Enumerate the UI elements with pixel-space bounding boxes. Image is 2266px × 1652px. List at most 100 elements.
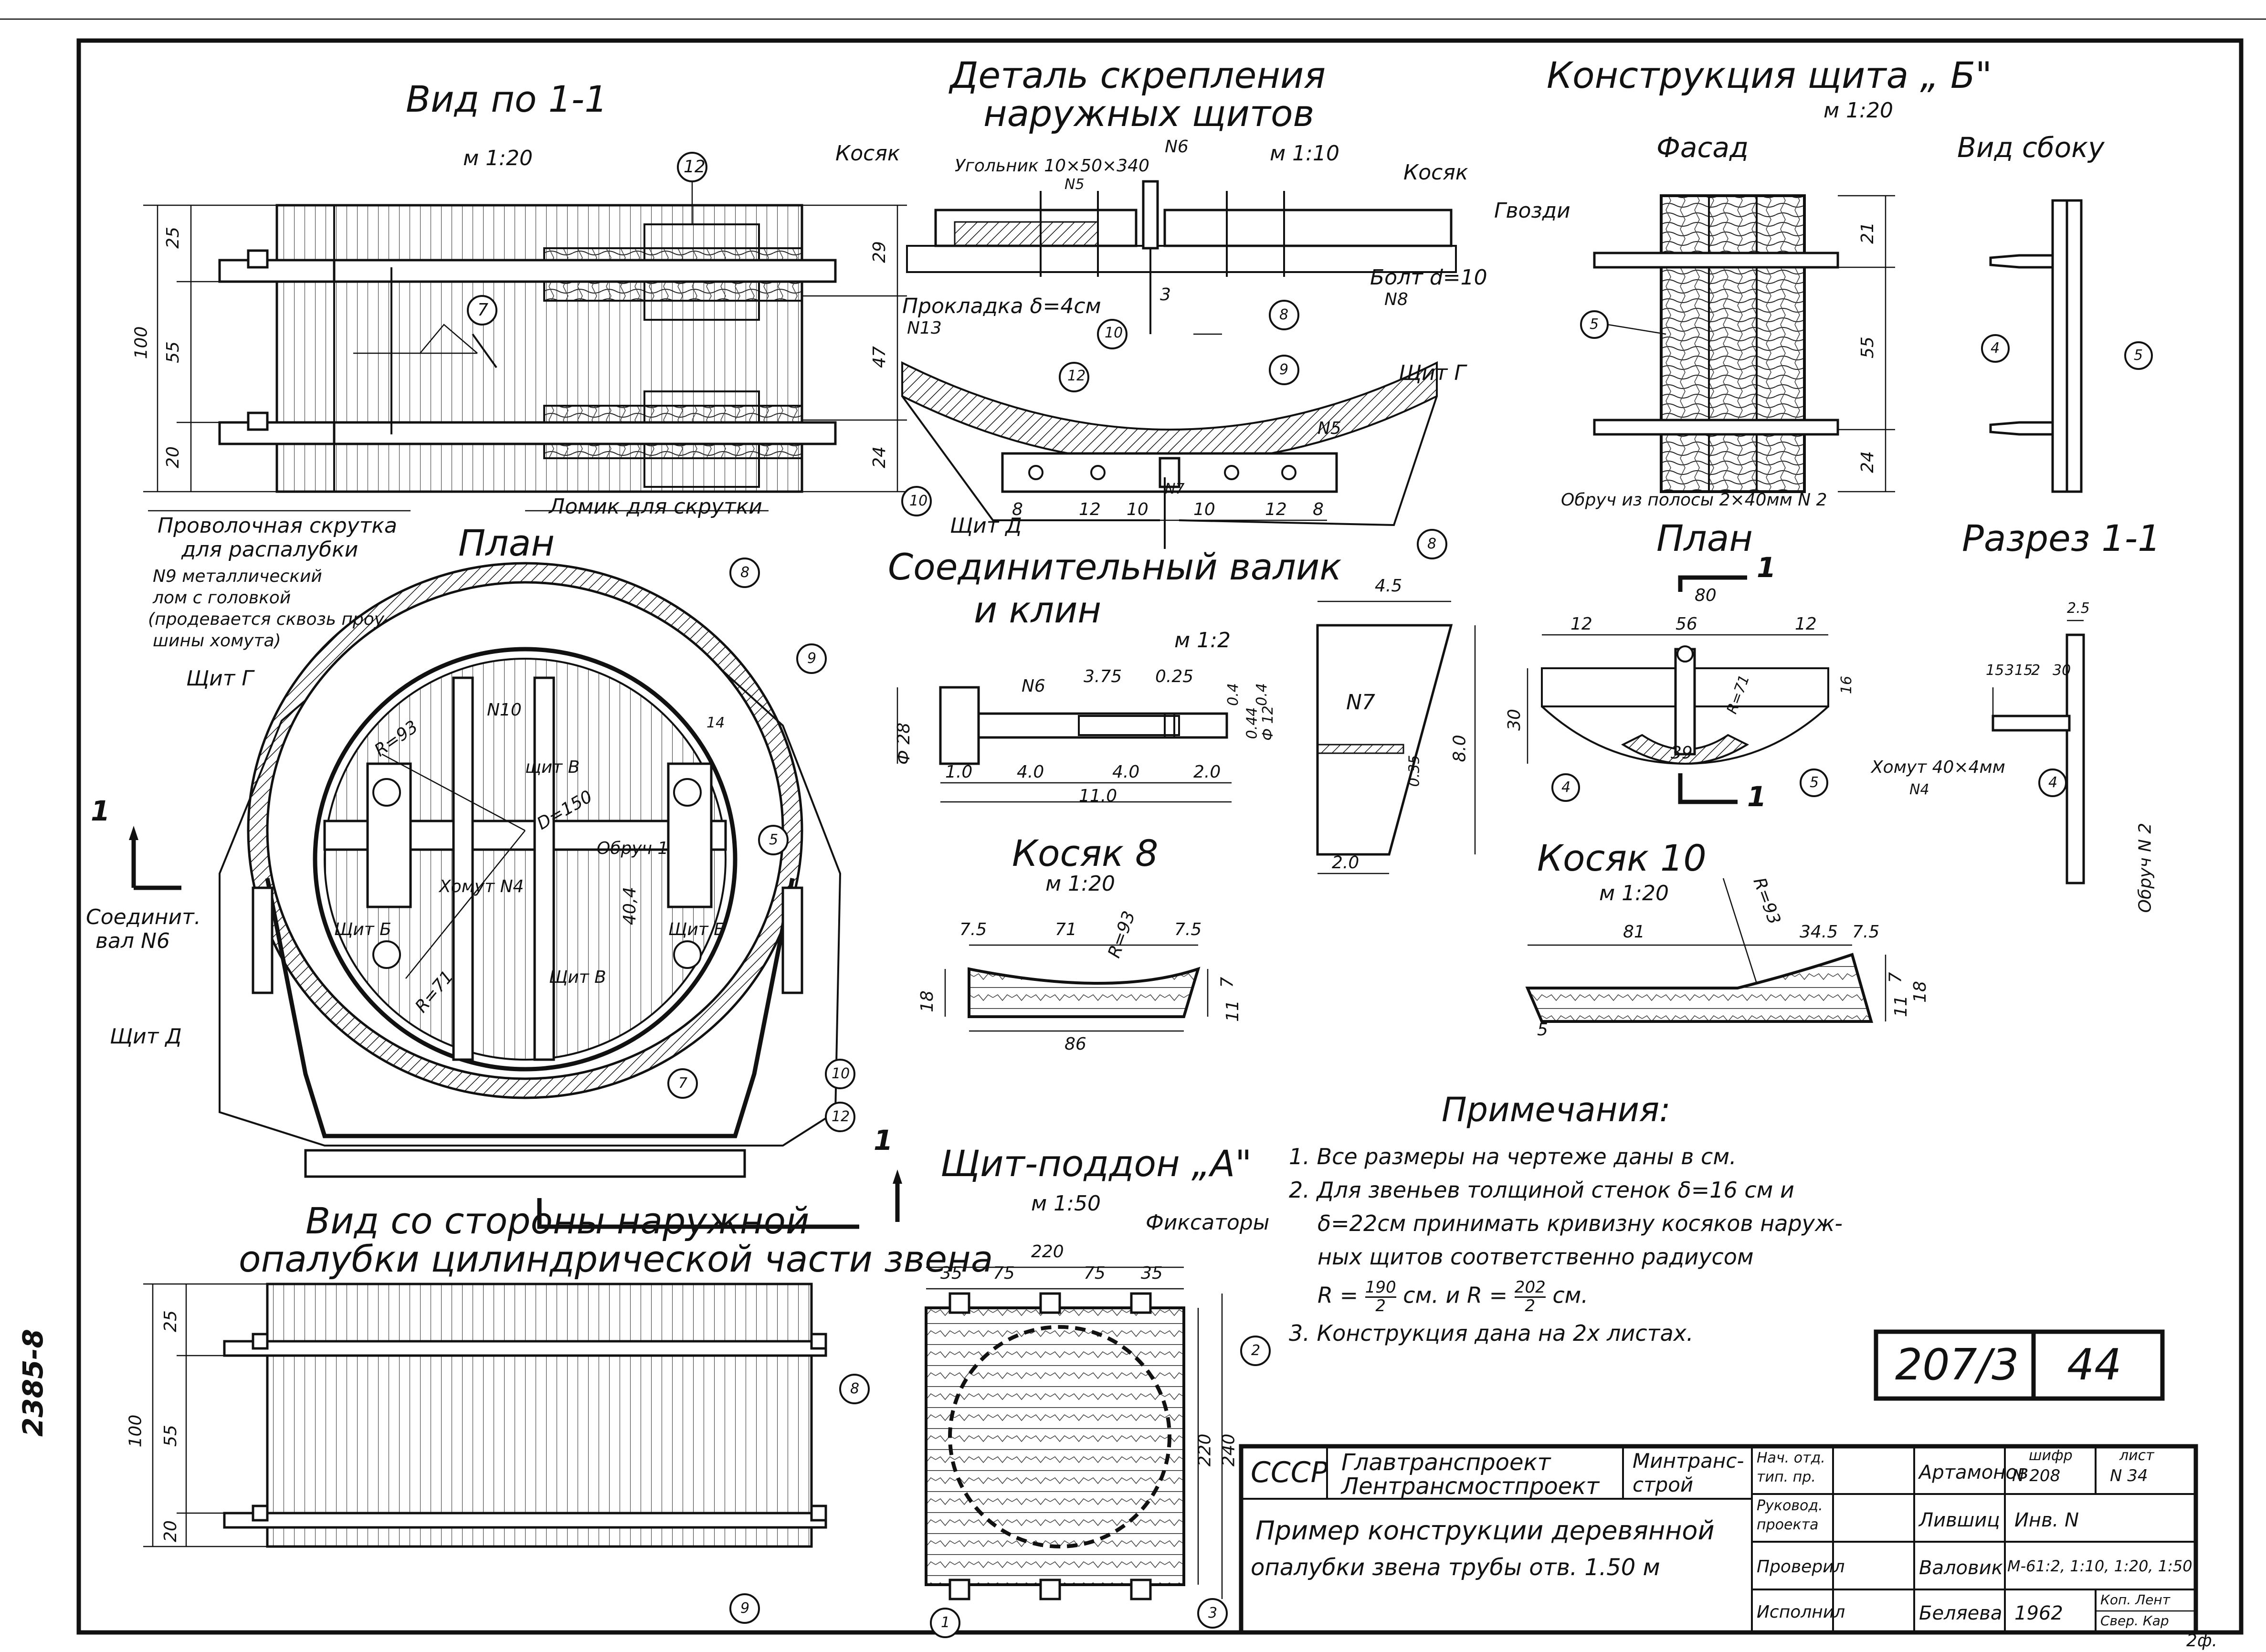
plan-main-shchit-v-bot: Щит В xyxy=(549,968,606,987)
note-lom2: лом с головкой xyxy=(153,588,291,608)
detail-shchit-g: Щит Г xyxy=(1399,361,1466,385)
plan-b-c5: 5 xyxy=(1810,774,1819,791)
note-2d-num1: 190 xyxy=(1365,1278,1396,1298)
plan-b-sec-bot: 1 xyxy=(1747,780,1767,813)
razrez-khomut-n: N4 xyxy=(1909,781,1929,798)
tb-r1a: Нач. отд. xyxy=(1757,1450,1825,1466)
kosyak8-title: Косяк 8 xyxy=(1012,832,1159,874)
kosyak10-d11: 11 xyxy=(1891,995,1911,1017)
vid-storona-title-2: опалубки цилиндрической части звена xyxy=(239,1238,993,1280)
vid-storona-dim-100: 100 xyxy=(126,1414,146,1448)
detail-kosyak-right: Косяк xyxy=(1403,160,1468,185)
razrez-d25: 2.5 xyxy=(2067,600,2090,617)
tb-min2: строй xyxy=(1633,1473,1694,1496)
tb-r2b: проекта xyxy=(1757,1516,1819,1533)
konstr-b-obruch: Обруч из полосы 2×40мм N 2 xyxy=(1561,490,1827,510)
valik-db2: 4.0 xyxy=(1017,762,1044,782)
tb-r4: Исполнил xyxy=(1757,1602,1845,1622)
valik-title-1: Соединительный валик xyxy=(888,546,1342,588)
callout-7-v11: 7 xyxy=(477,300,488,320)
detail-dim-b6: 8 xyxy=(1313,500,1324,519)
konstr-b-vid-sboku: Вид сбоку xyxy=(1957,131,2105,164)
detail-c10: 10 xyxy=(1105,325,1123,341)
poddon-scale: м 1:50 xyxy=(1031,1191,1101,1216)
detail-dim-b5: 12 xyxy=(1265,500,1287,519)
title-block-lines xyxy=(1239,1329,2198,1635)
detail-dim-b2: 12 xyxy=(1079,500,1101,519)
razrez-d4: 2 xyxy=(2031,662,2041,679)
detail-dim-b4: 10 xyxy=(1193,500,1215,519)
plan-b-d30: 30 xyxy=(1504,709,1524,731)
tb-shifr-lbl: шифр xyxy=(2029,1447,2073,1464)
detail-scale: м 1:10 xyxy=(1270,141,1339,166)
konstr-b-dim-55: 55 xyxy=(1857,337,1877,358)
plan-main-shchit-b-r: Щит Б xyxy=(668,920,726,939)
vid-storona-dim-55: 55 xyxy=(160,1425,180,1447)
plan-b-d16: 16 xyxy=(1838,675,1855,694)
kosyak10-d345: 34.5 xyxy=(1800,922,1838,942)
konstr-b-fasad: Фасад xyxy=(1656,131,1749,164)
detail-dim-3: 3 xyxy=(1160,285,1171,305)
tb-list-lbl: лист xyxy=(2119,1447,2154,1464)
note-2d-c: см. xyxy=(1552,1282,1588,1308)
plan-main-c7: 7 xyxy=(678,1075,688,1092)
detail-c8b: 8 xyxy=(1427,536,1437,552)
vid-storona-c9: 9 xyxy=(740,1600,750,1617)
plan-b-c4: 4 xyxy=(1561,779,1571,796)
plan-b-d56: 56 xyxy=(1676,614,1697,634)
detail-c8: 8 xyxy=(1279,306,1289,323)
razrez-d5: 30 xyxy=(2053,662,2071,679)
kosyak10-d5: 5 xyxy=(1537,1020,1548,1040)
razrez-title: Разрез 1-1 xyxy=(1962,517,2161,559)
valik-ds2: 0.44 xyxy=(1244,707,1261,739)
razrez-d3: 15 xyxy=(2014,662,2033,679)
tb-shifr: N 208 xyxy=(2012,1466,2061,1485)
valik-ds1: 0.4 xyxy=(1224,683,1242,706)
valik-n6: N6 xyxy=(1022,676,1045,696)
detail-n5b: N5 xyxy=(1317,419,1341,438)
note-lom4: шины хомута) xyxy=(153,631,281,651)
vid-storona-title-1: Вид со стороны наружной xyxy=(306,1200,810,1242)
note-2d: R = 190 2 см. и R = 202 2 см. xyxy=(1317,1279,1588,1315)
plan-main-shchit-v-top: щит В xyxy=(525,758,580,777)
detail-bolt: Болт d=10 xyxy=(1370,265,1487,290)
poddon-c3: 3 xyxy=(1208,1605,1218,1621)
valik-dtotal: 11.0 xyxy=(1079,786,1117,806)
detail-c9: 9 xyxy=(1279,361,1289,378)
plan-b-sec-top: 1 xyxy=(1757,551,1776,584)
dim-29: 29 xyxy=(869,241,889,263)
valik-ds3: 0.4 xyxy=(1253,683,1270,706)
tb-r2-name: Лившиц xyxy=(1919,1509,2000,1531)
plan-main-c14: 14 xyxy=(706,715,725,731)
tb-r1-name: Артамонов xyxy=(1919,1462,2029,1484)
sheet-no-left: 207/3 xyxy=(1895,1340,2019,1390)
poddon-dt3: 75 xyxy=(1084,1263,1106,1283)
valik-d375: 3.75 xyxy=(1084,667,1122,686)
detail-c12: 12 xyxy=(1067,368,1086,384)
tb-r3-name: Валовик xyxy=(1919,1557,2003,1579)
view-1-1-scale: м 1:20 xyxy=(463,146,533,170)
dim-47: 47 xyxy=(869,346,889,368)
konstr-b-title: Конструкция щита „ Б" xyxy=(1547,54,1992,96)
tb-scales: M-61:2, 1:10, 1:20, 1:50 xyxy=(2007,1557,2192,1575)
valik-wedge-top: 4.5 xyxy=(1375,576,1402,596)
sheet-frame xyxy=(76,38,2244,1635)
konstr-b-scale: м 1:20 xyxy=(1823,98,1893,123)
plan-main-khomut: Хомут N4 xyxy=(439,877,524,896)
note-2d-a: R = xyxy=(1317,1282,1359,1308)
valik-db1: 1.0 xyxy=(945,762,973,782)
tb-kop: Коп. Лент xyxy=(2100,1592,2171,1608)
note-2d-b: см. и R = xyxy=(1403,1282,1508,1308)
detail-drawing xyxy=(901,180,1457,559)
tb-min1: Минтранс- xyxy=(1633,1449,1744,1473)
plan-main-c5: 5 xyxy=(769,831,779,848)
plan-b-d80: 80 xyxy=(1695,586,1717,605)
note-1: 1. Все размеры на чертеже даны в см. xyxy=(1289,1144,1737,1169)
notes-title: Примечания: xyxy=(1442,1090,1671,1129)
razrez-c4: 4 xyxy=(2048,774,2058,791)
poddon-c2: 2 xyxy=(1251,1342,1261,1359)
kosyak8-d18: 18 xyxy=(917,990,937,1012)
tb-r2a: Руковод. xyxy=(1757,1497,1823,1514)
plan-main-shchit-g: Щит Г xyxy=(186,666,253,691)
valik-drawing xyxy=(896,600,1476,874)
